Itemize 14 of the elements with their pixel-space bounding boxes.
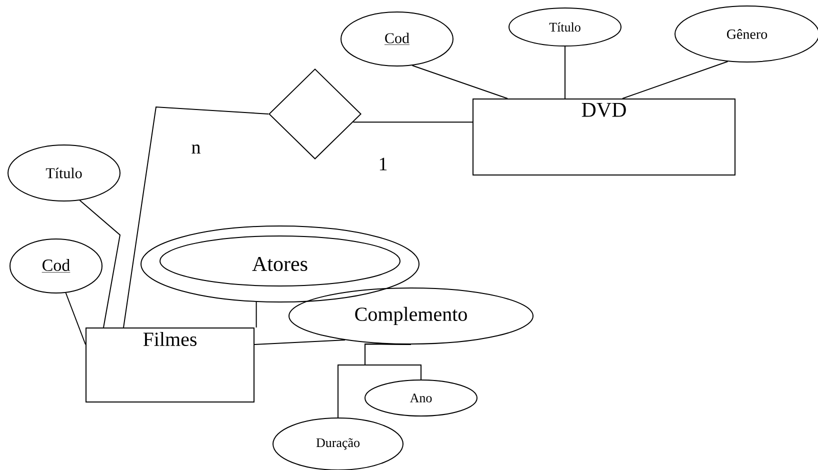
connector-line	[65, 292, 86, 345]
entity-box: Filmes	[86, 328, 254, 402]
connector-line	[256, 301, 257, 328]
connector-line	[79, 200, 121, 328]
connector-line	[352, 122, 473, 123]
connector-line	[412, 64, 508, 99]
connector-line	[622, 60, 728, 99]
entity-box: DVD	[472, 98, 736, 176]
connector-line	[564, 46, 566, 99]
connector-line	[254, 340, 346, 345]
connector-line	[123, 106, 269, 328]
cardinality-label: n	[190, 144, 202, 154]
cardinality-label: 1	[377, 156, 389, 172]
connector-line	[338, 343, 412, 418]
